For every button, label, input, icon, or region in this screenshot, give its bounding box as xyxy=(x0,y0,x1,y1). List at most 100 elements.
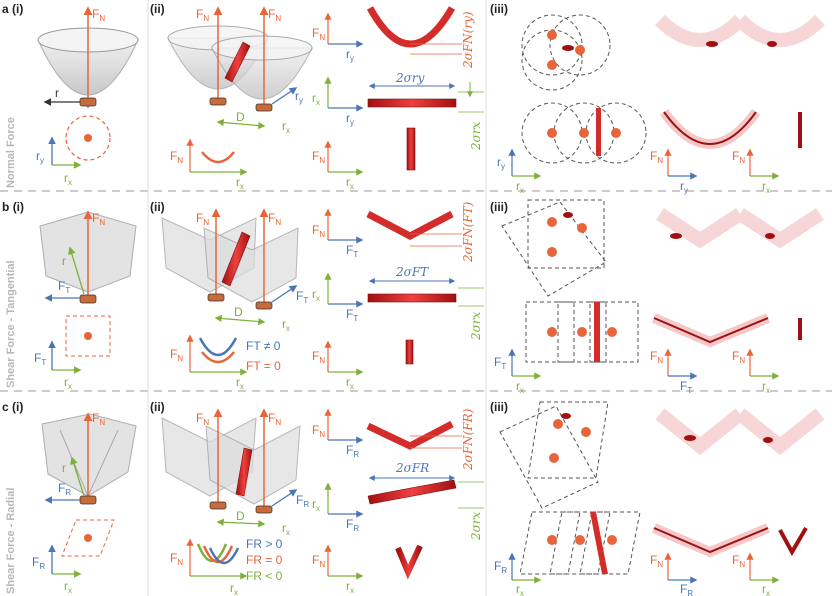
fn-label: FN xyxy=(268,211,281,227)
footprint-circle xyxy=(65,115,111,161)
rx-label: rx xyxy=(516,379,524,395)
rx-label: rx xyxy=(312,91,320,107)
rx-label: rx xyxy=(346,175,354,191)
projection-fn-rx xyxy=(324,340,364,376)
fn-label: FN xyxy=(650,553,663,569)
fn-label: FN xyxy=(312,26,325,42)
parallelogram-overlap-diagram xyxy=(499,401,641,575)
r-label: r xyxy=(62,461,66,475)
rx-label: rx xyxy=(282,521,290,537)
condition-fr-zero: FR = 0 xyxy=(246,553,283,567)
projection-rx-ry xyxy=(324,76,484,171)
fr-label: FR xyxy=(58,481,71,497)
axes-rx-ry xyxy=(48,136,82,169)
distribution-sketches xyxy=(652,408,825,558)
sigma-label: 2σrx xyxy=(469,511,483,541)
ft-label: FT xyxy=(346,307,358,323)
rx-label: rx xyxy=(346,375,354,391)
ft-label: FT xyxy=(494,355,506,371)
fn-label: FN xyxy=(312,349,325,365)
axes-iii xyxy=(508,552,780,584)
r-label: r xyxy=(62,254,66,268)
sigma-label: 2σFN(ry) xyxy=(461,11,475,69)
sigma-label: 2σrx xyxy=(469,121,483,151)
ft-label: FT xyxy=(346,243,358,259)
fn-label: FN xyxy=(650,149,663,165)
contact-point xyxy=(84,534,92,542)
fn-label: FN xyxy=(650,349,663,365)
condition-ft-zero: FT = 0 xyxy=(246,359,281,373)
fn-label: FN xyxy=(732,553,745,569)
ft-label: FT xyxy=(34,351,46,367)
rx-label: rx xyxy=(762,379,770,395)
condition-fr-pos: FR > 0 xyxy=(246,537,283,551)
fn-label: FN xyxy=(312,223,325,239)
mini-plot-fr xyxy=(186,538,248,580)
d-label: D xyxy=(236,110,245,124)
side-label-b: Shear Force - Tangential xyxy=(5,260,17,388)
ft-label: FT xyxy=(58,279,70,295)
panel-letter-b: b (i) xyxy=(2,200,24,214)
double-bowl-illustration xyxy=(167,6,313,130)
fn-label: FN xyxy=(312,149,325,165)
square-overlap-diagram xyxy=(501,199,639,363)
rx-label: rx xyxy=(64,579,72,595)
ry-label: ry xyxy=(295,89,303,105)
distribution-sketches xyxy=(652,208,824,348)
projection-fn-rx xyxy=(324,544,364,580)
contact-point xyxy=(84,134,92,142)
sigma-label: 2σrx xyxy=(469,311,483,341)
fn-label: FN xyxy=(312,423,325,439)
fn-label: FN xyxy=(732,349,745,365)
rx-label: rx xyxy=(762,179,770,195)
panel-label-b-ii: (ii) xyxy=(150,200,165,214)
sigma-label: 2σFN(FR) xyxy=(461,408,475,471)
sigma-label: 2σFT xyxy=(395,265,429,279)
contact-points xyxy=(547,212,617,362)
rx-label: rx xyxy=(312,497,320,513)
rx-label: rx xyxy=(64,375,72,391)
rx-label: rx xyxy=(312,287,320,303)
radial-double-bowl xyxy=(161,408,301,528)
fn-label: FN xyxy=(196,411,209,427)
side-label-a: Normal Force xyxy=(5,117,17,188)
ry-label: ry xyxy=(346,47,354,63)
d-label: D xyxy=(236,509,245,523)
fn-label: FN xyxy=(268,7,281,23)
rx-label: rx xyxy=(346,579,354,595)
mini-plot-ft xyxy=(186,334,248,376)
ry-label: ry xyxy=(36,149,44,165)
fr-label: FR xyxy=(346,443,359,459)
projection-rx-fr xyxy=(324,475,484,580)
tangential-bowl-illustration xyxy=(39,210,137,304)
tangential-double-bowl xyxy=(161,208,299,326)
mini-plot-fn-rx xyxy=(186,138,248,176)
fr-label: FR xyxy=(680,582,693,596)
panel-label-a-ii: (ii) xyxy=(150,2,165,16)
rx-label: rx xyxy=(516,179,524,195)
projection-fn-ry xyxy=(324,6,462,55)
fn-label: FN xyxy=(196,211,209,227)
fn-label: FN xyxy=(170,347,183,363)
rx-label: rx xyxy=(230,581,238,596)
rx-label: rx xyxy=(64,171,72,187)
rx-label: rx xyxy=(236,175,244,191)
condition-ft-nonzero: FT ≠ 0 xyxy=(246,339,281,353)
projection-fn-ft xyxy=(324,208,462,247)
footprint-parallelogram xyxy=(61,519,115,557)
panel-label-b-iii: (iii) xyxy=(490,200,508,214)
ry-label: ry xyxy=(346,111,354,127)
fr-label: FR xyxy=(494,559,507,575)
fr-label: FR xyxy=(346,517,359,533)
fn-label: FN xyxy=(170,551,183,567)
radial-bowl-illustration xyxy=(41,412,137,505)
panel-letter-a: a (i) xyxy=(2,2,23,16)
fn-label: FN xyxy=(312,553,325,569)
r-label: r xyxy=(55,86,59,100)
fn-label: FN xyxy=(92,411,105,427)
ft-label: FT xyxy=(296,289,308,305)
axes-iii xyxy=(508,348,780,380)
ry-label: ry xyxy=(680,179,688,195)
panel-letter-c: c (i) xyxy=(2,400,23,414)
